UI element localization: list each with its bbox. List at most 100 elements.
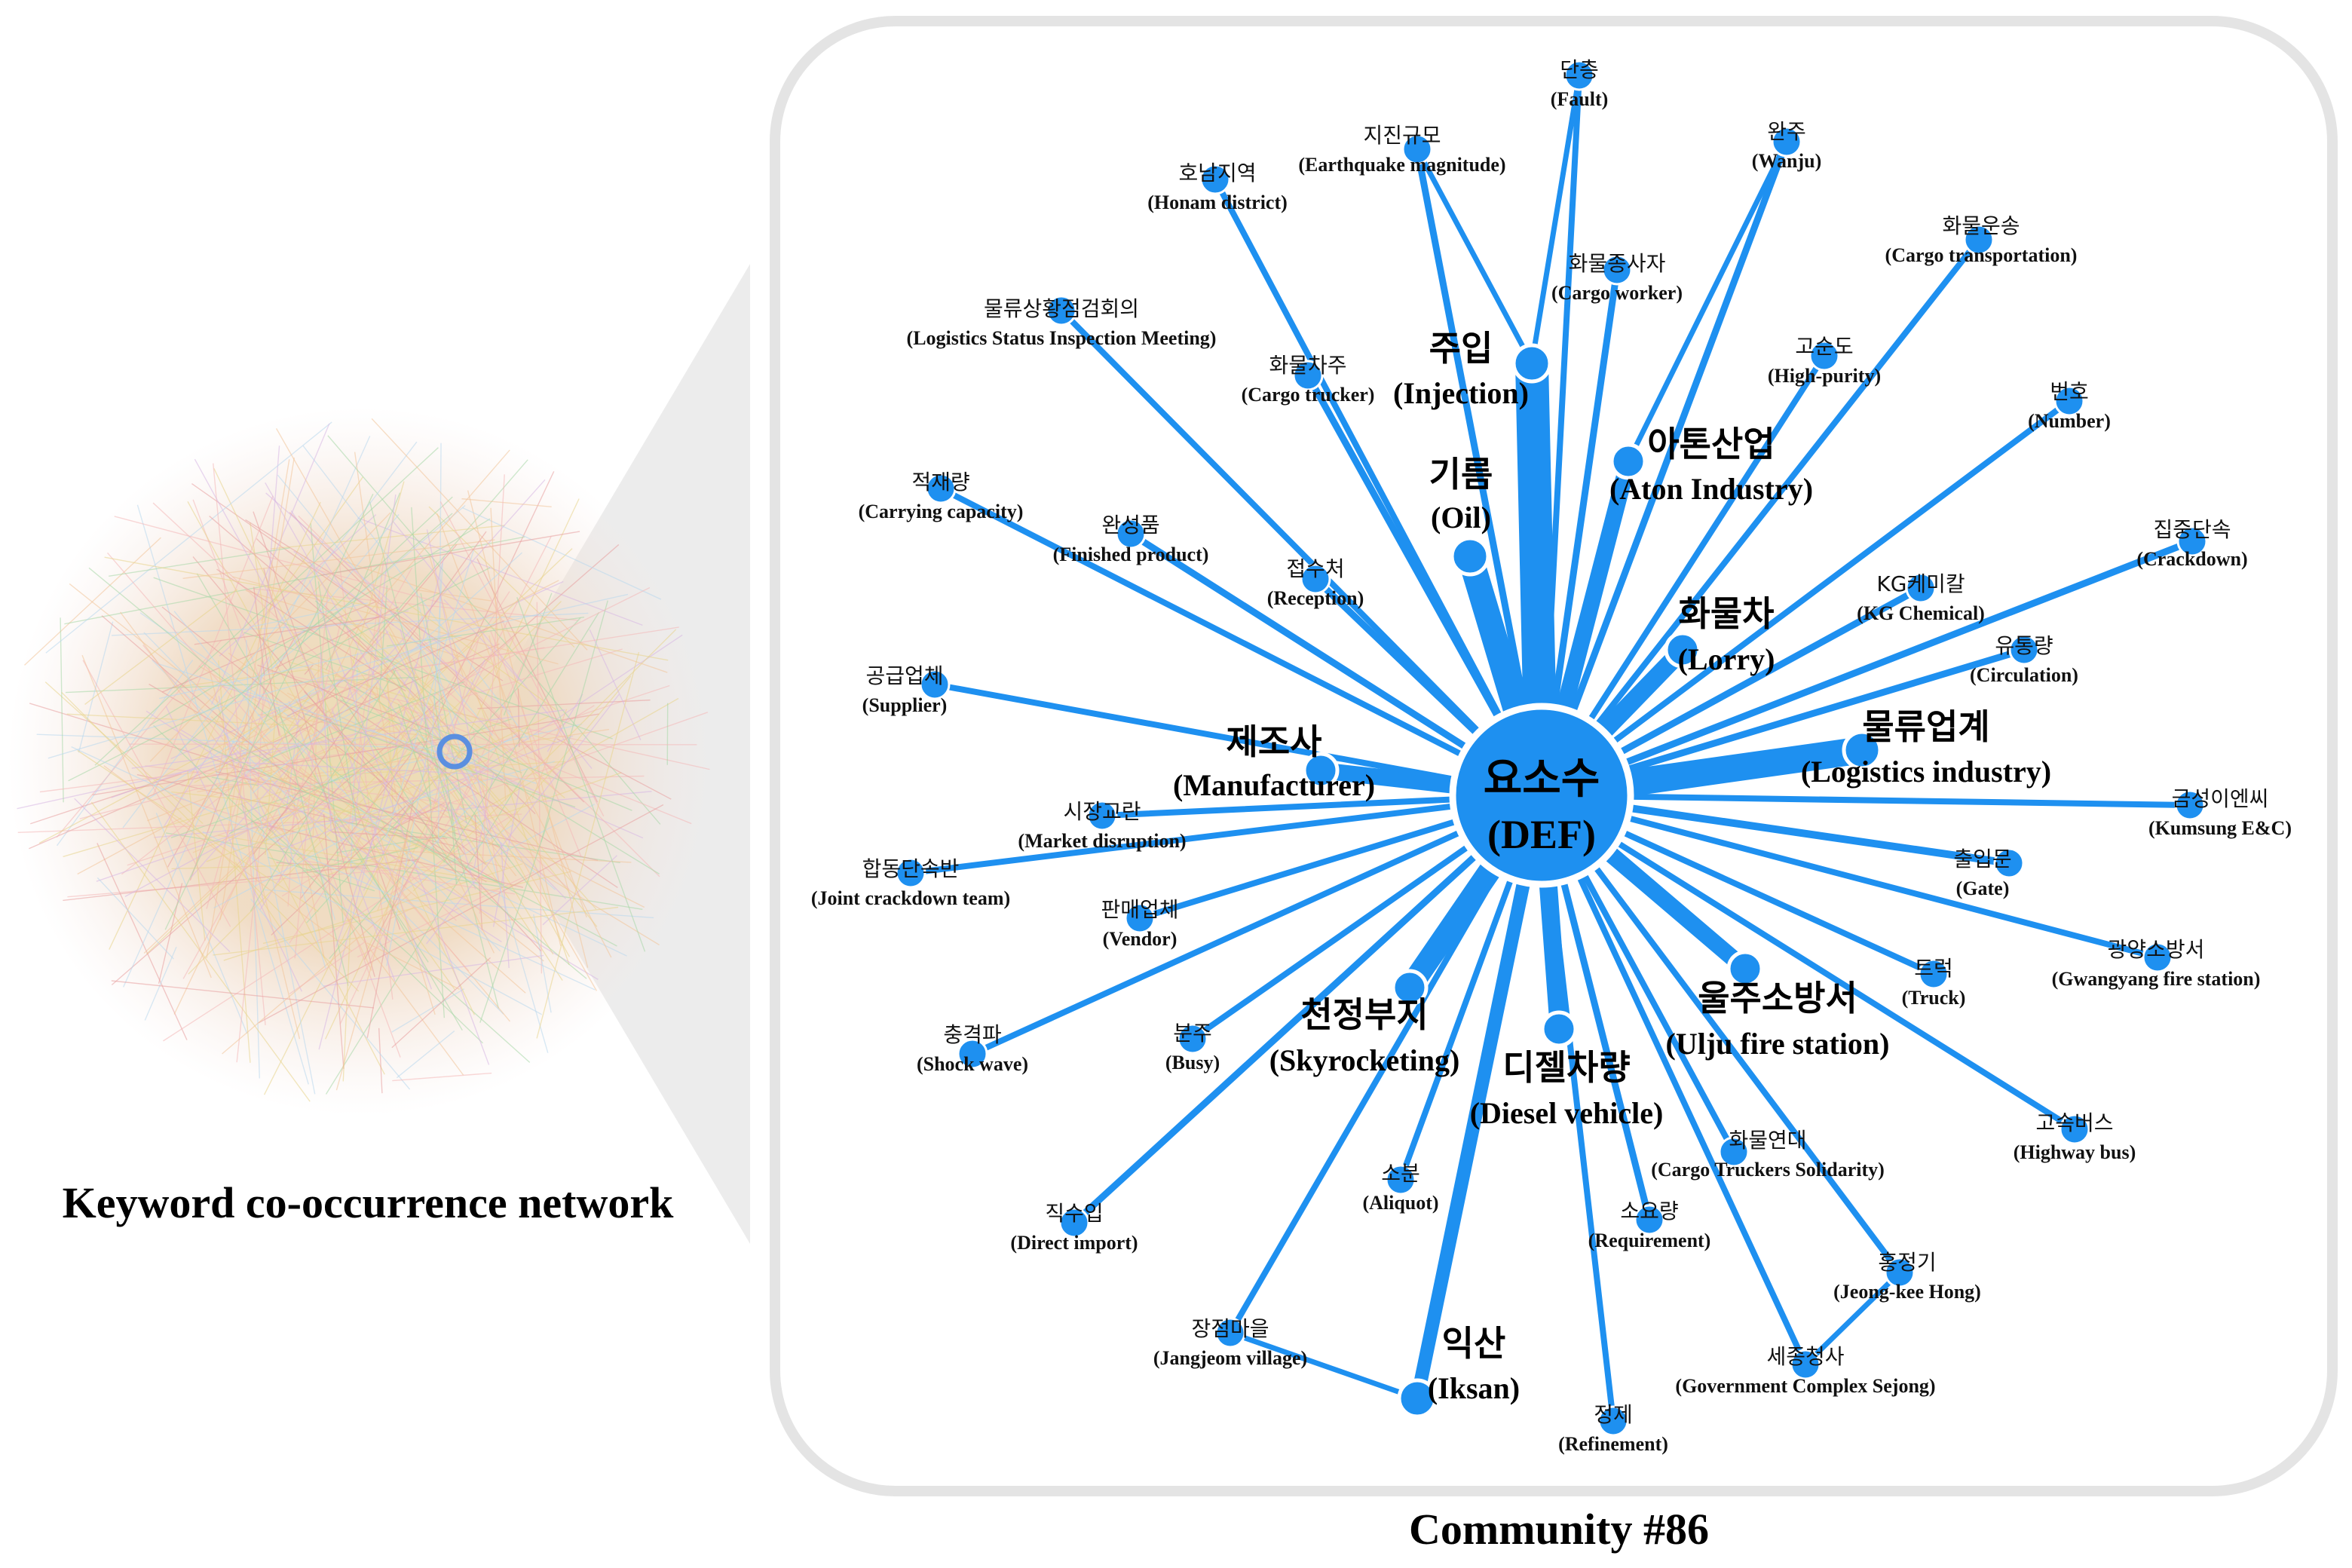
- minor-node-label-en: (Jangjeom village): [1153, 1347, 1307, 1369]
- minor-node-19: [895, 857, 926, 889]
- minor-node-label-en: (Joint crackdown team): [811, 887, 1010, 909]
- minor-node-label-en: (Honam district): [1147, 191, 1288, 213]
- minor-node-label-ko: 완성품: [1101, 513, 1159, 537]
- minor-node-13: [1300, 563, 1331, 595]
- edge-minor-12: [1538, 537, 2196, 799]
- major-node-9: [1397, 1378, 1438, 1419]
- edge-minor-24: [969, 792, 1545, 1057]
- minor-node-label-en: (High-purity): [1768, 365, 1881, 387]
- major-node-label-en: (Skyrocketing): [1269, 1043, 1460, 1077]
- minor-node-label-en: (Wanju): [1752, 150, 1821, 172]
- minor-node-18: [2174, 789, 2206, 821]
- minor-node-label-ko: 분주: [1173, 1021, 1212, 1046]
- minor-node-label-en: (Circulation): [1970, 664, 2078, 686]
- minor-node-label-ko: 광양소방서: [2108, 937, 2205, 962]
- minor-node-label-ko: 공급업체: [865, 663, 943, 688]
- minor-node-label-ko: 장점마을: [1191, 1316, 1269, 1341]
- minor-node-label-en: (Cargo worker): [1551, 282, 1683, 304]
- edge-minor-15: [932, 681, 1545, 798]
- major-node-label-ko: 물류업계: [1862, 706, 1989, 747]
- minor-node-label-en: (Gate): [1956, 877, 2010, 899]
- minor-node-label-ko: 정제: [1594, 1402, 1633, 1427]
- major-node-label-ko: 디젤차량: [1502, 1047, 1630, 1088]
- minor-node-label-ko: 화물연대: [1729, 1128, 1806, 1153]
- minor-node-24: [957, 1038, 988, 1070]
- major-node-8: [1726, 950, 1764, 988]
- major-node-label-ko: 천정부지: [1300, 994, 1428, 1035]
- minor-node-label-ko: 집중단속: [2153, 517, 2231, 542]
- minor-node-label-ko: KG케미칼: [1876, 571, 1965, 596]
- major-node-0: [1511, 343, 1552, 384]
- edge-extra-3: [1227, 1330, 1420, 1401]
- edge-minor-10: [938, 485, 1545, 798]
- minor-node-33: [1790, 1349, 1821, 1380]
- minor-node-label-en: (Shock wave): [917, 1053, 1028, 1075]
- major-node-7: [1540, 1010, 1578, 1048]
- minor-node-5: [1963, 224, 1995, 256]
- edge-minor-1: [1413, 145, 1545, 799]
- minor-node-10: [925, 473, 957, 504]
- major-node-label-ko: 울주소방서: [1698, 978, 1857, 1018]
- minor-node-label-en: (Gwangyang fire station): [2052, 968, 2261, 990]
- minor-node-32: [1214, 1317, 1246, 1349]
- major-node-3: [1664, 631, 1701, 669]
- minor-node-25: [1177, 1023, 1208, 1055]
- center-node: [1449, 703, 1634, 888]
- minor-node-label-en: (Truck): [1902, 987, 1966, 1009]
- minor-node-label-en: (Jeong-kee Hong): [1833, 1281, 1981, 1303]
- minor-node-label-en: (Kumsung E&C): [2148, 817, 2292, 839]
- minor-node-label-ko: 금성이엔씨: [2172, 786, 2269, 811]
- edge-minor-31: [1539, 792, 1903, 1276]
- minor-node-label-en: (Supplier): [862, 694, 948, 716]
- edge-minor-18: [1539, 792, 2193, 808]
- minor-node-label-ko: 트럭: [1914, 956, 1953, 981]
- minor-node-label-en: (Reception): [1267, 587, 1364, 609]
- major-node-5: [1302, 752, 1340, 789]
- keyword-network-overview: [8, 407, 716, 1116]
- minor-node-label-en: (Finished product): [1053, 544, 1209, 565]
- major-node-label-ko: 제조사: [1227, 721, 1322, 762]
- minor-node-12: [2176, 525, 2208, 557]
- minor-node-label-en: (Cargo trucker): [1242, 384, 1375, 406]
- edge-minor-19: [908, 792, 1545, 876]
- minor-node-label-en: (Carrying capacity): [859, 501, 1024, 522]
- minor-node-label-en: (Refinement): [1558, 1433, 1668, 1455]
- minor-node-label-ko: 적재량: [911, 470, 969, 495]
- major-node-label-en: (Oil): [1431, 501, 1491, 534]
- edge-minor-9: [1539, 398, 2072, 798]
- minor-node-17: [1086, 800, 1118, 831]
- minor-node-label-ko: 합동단속반: [862, 856, 960, 881]
- minor-node-label-en: (Requirement): [1588, 1230, 1711, 1251]
- major-node-label-en: (Logistics industry): [1801, 755, 2051, 789]
- center-node-label-en: (DEF): [1487, 812, 1596, 857]
- major-node-label-ko: 주입: [1429, 328, 1493, 369]
- minor-node-9: [2053, 385, 2085, 417]
- minor-node-20: [1993, 847, 2025, 879]
- minor-node-label-en: (Cargo transportation): [1885, 244, 2078, 266]
- edge-extra-4: [1802, 1269, 1903, 1367]
- major-node-label-ko: 아톤산업: [1647, 424, 1775, 464]
- minor-node-label-ko: 홍정기: [1878, 1250, 1936, 1275]
- minor-node-label-ko: 단층: [1560, 57, 1599, 82]
- minor-node-30: [1634, 1204, 1665, 1236]
- minor-node-label-ko: 충격파: [943, 1022, 1001, 1047]
- minor-node-label-en: (Busy): [1165, 1052, 1220, 1073]
- center-node-label-ko: 요소수: [1484, 755, 1600, 804]
- minor-node-8: [1292, 360, 1324, 391]
- edge-minor-32: [1227, 792, 1545, 1336]
- major-node-label-en: (Lorry): [1678, 642, 1775, 676]
- minor-node-label-ko: 화물차주: [1269, 353, 1346, 378]
- major-node-6: [1391, 969, 1429, 1006]
- major-node-label-en: (Ulju fire station): [1666, 1027, 1890, 1061]
- minor-node-label-ko: 세종청사: [1766, 1344, 1844, 1369]
- major-node-label-en: (Diesel vehicle): [1470, 1096, 1664, 1130]
- major-node-label-ko: 기름: [1429, 454, 1493, 495]
- minor-node-label-en: (Highway bus): [2014, 1141, 2136, 1163]
- minor-node-label-ko: 고순도: [1795, 334, 1853, 359]
- minor-node-27: [1718, 1136, 1750, 1168]
- minor-node-26: [2059, 1113, 2090, 1145]
- minor-node-label-en: (Cargo Truckers Solidarity): [1651, 1159, 1885, 1181]
- highlighted-community-marker: [436, 733, 473, 770]
- edge-extra-0: [1414, 146, 1535, 366]
- minor-node-label-en: (Fault): [1551, 88, 1609, 110]
